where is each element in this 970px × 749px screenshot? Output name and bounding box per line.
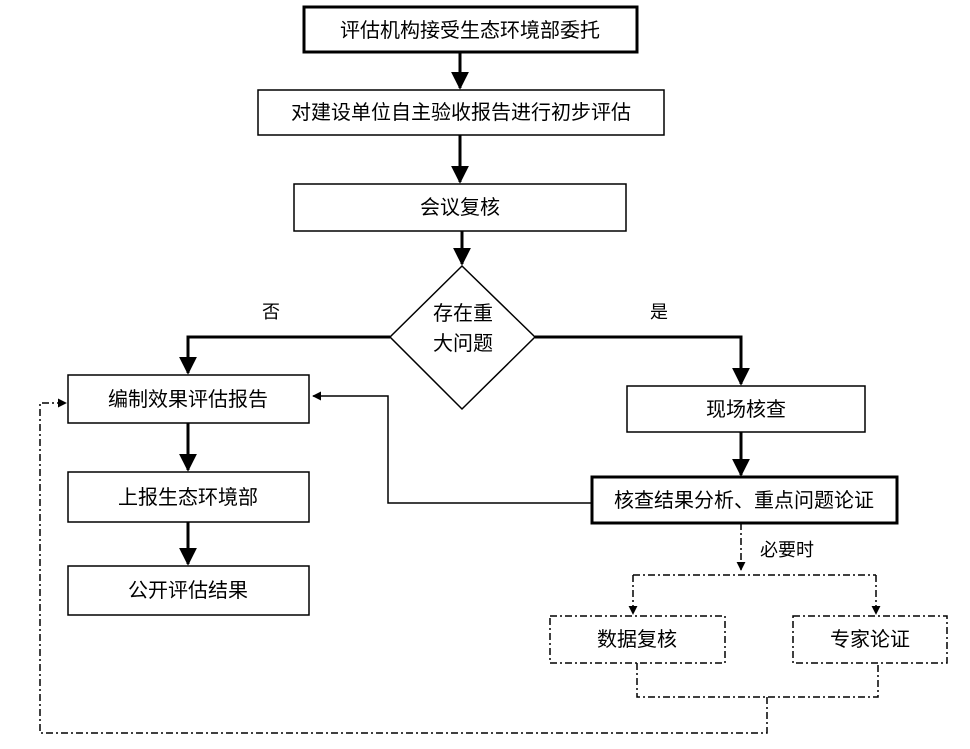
arrow-return-to-compile — [39, 398, 768, 734]
node-meeting: 会议复核 — [293, 183, 627, 232]
merge-line — [636, 663, 879, 698]
node-analysis: 核查结果分析、重点问题论证 — [590, 475, 899, 525]
node-submit-label: 上报生态环境部 — [118, 485, 258, 509]
arrow-analysis-to-compile — [312, 391, 592, 504]
label-when-needed: 必要时 — [760, 540, 814, 561]
node-decision-line2: 大问题 — [433, 331, 493, 355]
node-compile: 编制效果评估报告 — [67, 374, 310, 424]
label-yes: 是 — [650, 302, 668, 323]
label-no: 否 — [262, 302, 280, 323]
arrow-decision-yes — [535, 335, 750, 386]
node-decision: 存在重 大问题 — [388, 264, 537, 411]
node-analysis-label: 核查结果分析、重点问题论证 — [614, 488, 874, 512]
node-site-check-label: 现场核查 — [706, 397, 786, 421]
node-data-review: 数据复核 — [549, 615, 726, 664]
node-publish-label: 公开评估结果 — [128, 578, 248, 602]
node-compile-label: 编制效果评估报告 — [108, 387, 268, 411]
arrow-decision-no — [179, 335, 390, 375]
node-meeting-label: 会议复核 — [420, 195, 500, 219]
node-publish: 公开评估结果 — [67, 565, 310, 616]
node-entrust-label: 评估机构接受生态环境部委托 — [340, 18, 600, 42]
node-expert: 专家论证 — [792, 615, 948, 664]
node-submit: 上报生态环境部 — [67, 471, 310, 523]
node-decision-line1: 存在重 — [433, 301, 493, 325]
node-site-check: 现场核查 — [626, 385, 866, 433]
node-preliminary-label: 对建设单位自主验收报告进行初步评估 — [291, 100, 631, 124]
node-expert-label: 专家论证 — [830, 627, 910, 651]
node-entrust: 评估机构接受生态环境部委托 — [302, 5, 639, 54]
node-data-review-label: 数据复核 — [597, 627, 677, 651]
node-preliminary: 对建设单位自主验收报告进行初步评估 — [257, 89, 665, 136]
